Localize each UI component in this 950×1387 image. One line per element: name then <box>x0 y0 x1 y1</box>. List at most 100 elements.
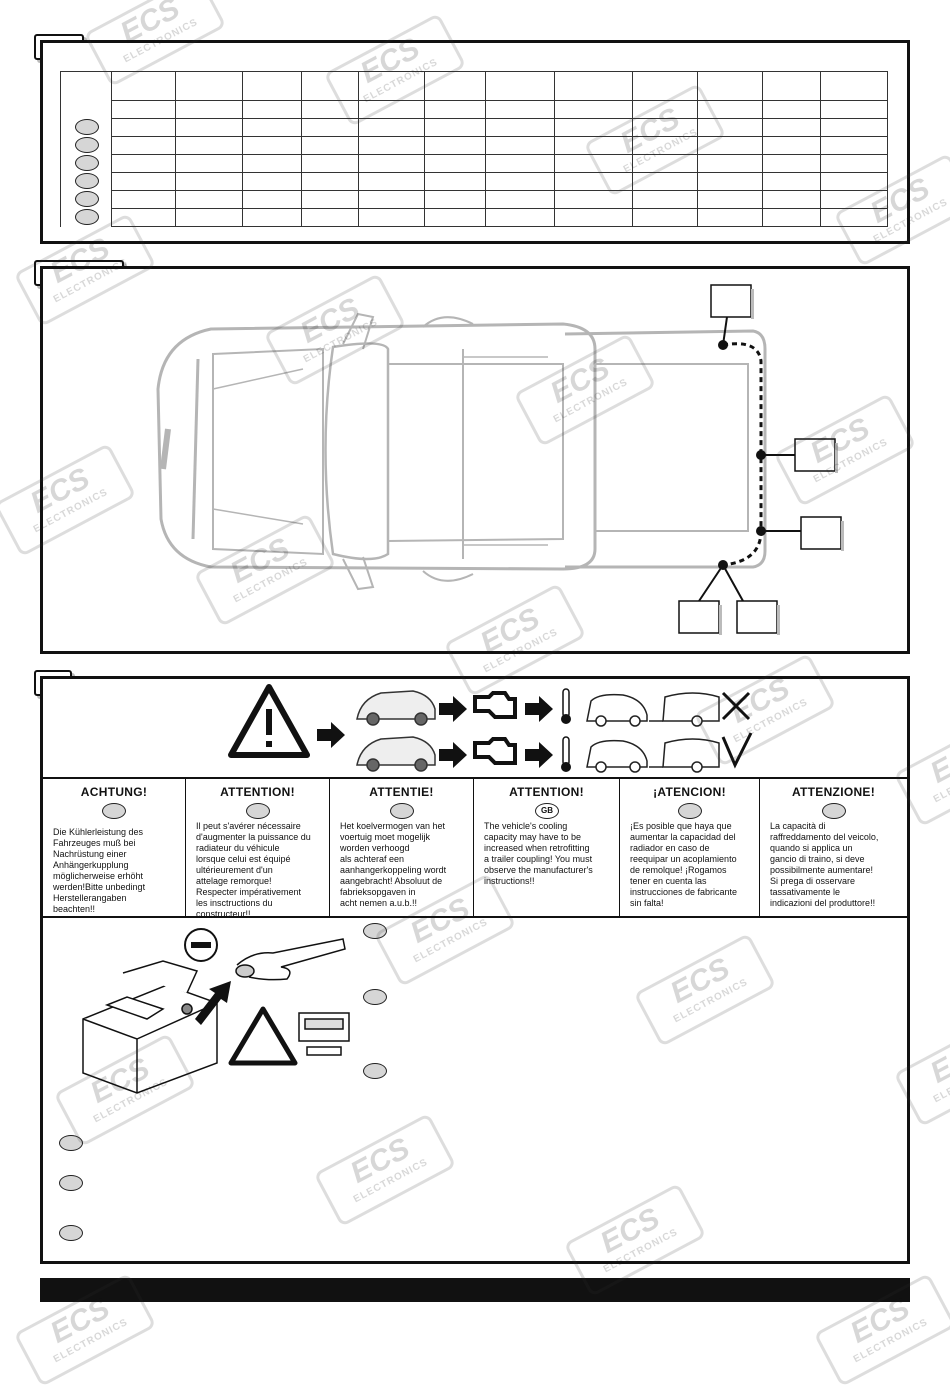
table-cell <box>632 172 698 191</box>
table-row-marker-cell <box>60 136 112 155</box>
table-row-marker-cell <box>60 208 112 227</box>
table-cell <box>484 118 555 137</box>
radio-code-icon <box>298 1012 350 1056</box>
warning-title: ATTENTION! <box>509 785 584 799</box>
table-row-marker-cell <box>60 118 112 137</box>
up-right-arrow-icon <box>195 981 231 1025</box>
warning-text: Die Kühlerleistung des Fahrzeuges muß be… <box>53 827 146 914</box>
vehicle-diagram-panel <box>40 266 910 654</box>
table-cell <box>110 100 177 119</box>
table-cell <box>484 172 555 191</box>
warnings-panel: ACHTUNG!Die Kühlerleistung des Fahrzeuge… <box>40 676 910 1264</box>
watermark-sub-text: ELECTRONICS <box>931 1056 950 1106</box>
language-flag-badge <box>390 803 414 819</box>
thermometer-icon <box>561 688 571 772</box>
warning-triangle-icon <box>228 684 310 758</box>
table-cell <box>761 208 822 227</box>
warning-title: ATTENTIE! <box>369 785 434 799</box>
vehicle-top-view-diagram <box>156 284 844 635</box>
table-cell <box>632 154 698 173</box>
pickup-outline <box>156 312 767 591</box>
warning-column: ¡ATENCION!¡Es posible que haya que aumen… <box>619 779 759 916</box>
table-cell <box>175 208 244 227</box>
watermark-sub-text: ELECTRONICS <box>851 1316 930 1366</box>
table-cell <box>484 100 555 119</box>
table-cell <box>242 136 302 155</box>
warning-text: Het koelvermogen van het voertuig moet m… <box>340 821 447 908</box>
table-cell <box>242 118 302 137</box>
table-row <box>60 118 888 137</box>
table-cell <box>553 208 634 227</box>
table-cell <box>484 190 555 209</box>
table-cell <box>696 118 763 137</box>
table-cell <box>357 208 426 227</box>
table-cell <box>761 71 822 101</box>
row-marker-oval <box>75 136 99 153</box>
engine-check-icon <box>473 691 517 765</box>
sedan-car-icon <box>356 690 436 726</box>
step-marker-3 <box>363 1063 387 1079</box>
step-marker-5 <box>59 1175 83 1191</box>
table-cell <box>761 172 822 191</box>
warning-title: ATTENTION! <box>220 785 295 799</box>
table-cell <box>696 190 763 209</box>
table-row <box>60 190 888 209</box>
row-marker-oval <box>75 190 99 207</box>
table-cell <box>761 190 822 209</box>
table-cell <box>175 100 244 119</box>
table-cell <box>357 136 426 155</box>
table-cell <box>553 71 634 101</box>
row-marker-oval <box>75 118 99 135</box>
table-cell <box>242 71 302 101</box>
table-row-marker-cell <box>60 172 112 191</box>
table-cell <box>761 136 822 155</box>
warning-text: Il peut s'avérer nécessaire d'augmenter … <box>196 821 311 919</box>
table-cell <box>553 100 634 119</box>
table-row-marker-cell <box>60 190 112 209</box>
check-mark-icon <box>721 732 753 769</box>
table-cell <box>300 71 359 101</box>
table-cell <box>357 71 426 101</box>
table-cell <box>632 118 698 137</box>
table-cell <box>110 208 177 227</box>
table-cell <box>484 136 555 155</box>
table-cell <box>424 71 486 101</box>
cooling-pictogram-strip <box>228 684 753 773</box>
table-cell <box>424 208 486 227</box>
warning-language-row: ACHTUNG!Die Kühlerleistung des Fahrzeuge… <box>43 777 907 919</box>
table-cell <box>357 118 426 137</box>
table-cell <box>820 154 888 173</box>
table-cell <box>424 136 486 155</box>
table-cell <box>300 208 359 227</box>
table-cell <box>300 136 359 155</box>
right-arrow-icon <box>439 696 467 768</box>
table-cell <box>553 190 634 209</box>
table-cell <box>424 172 486 191</box>
step-marker-2 <box>363 989 387 1005</box>
car-with-caravan-icon <box>586 692 720 773</box>
table-cell <box>175 172 244 191</box>
table-cell <box>696 100 763 119</box>
right-arrow-icon <box>525 696 553 768</box>
table-row <box>60 208 888 227</box>
table-cell <box>175 190 244 209</box>
battery-icon <box>82 960 218 1094</box>
warning-column: ACHTUNG!Die Kühlerleistung des Fahrzeuge… <box>43 779 185 916</box>
parts-table <box>60 71 888 227</box>
step-marker-4 <box>59 1135 83 1151</box>
table-cell <box>632 71 698 101</box>
table-cell <box>696 136 763 155</box>
table-cell <box>242 208 302 227</box>
row-marker-oval <box>75 208 99 225</box>
table-cell <box>300 154 359 173</box>
table-row <box>60 136 888 155</box>
table-cell <box>553 172 634 191</box>
table-cell <box>820 190 888 209</box>
table-cell <box>242 190 302 209</box>
table-cell <box>820 100 888 119</box>
warning-text: The vehicle's cooling capacity may have … <box>484 821 593 886</box>
table-cell <box>424 154 486 173</box>
table-cell <box>110 71 177 101</box>
table-cell <box>484 154 555 173</box>
